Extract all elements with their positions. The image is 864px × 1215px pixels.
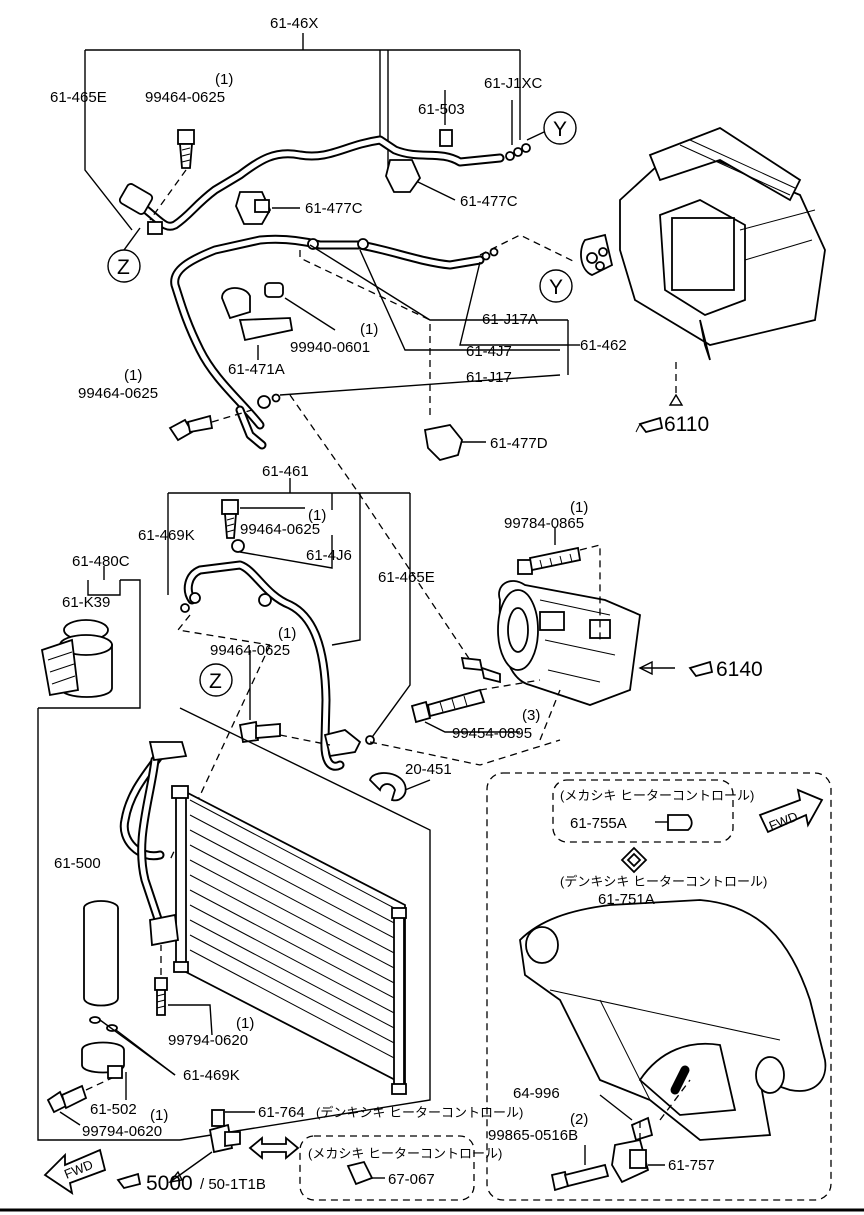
label-99794-b-qty: (1) <box>150 1107 168 1124</box>
label-99464-c-qty: (1) <box>308 507 326 524</box>
label-99454: 99454-0895 <box>452 725 532 742</box>
label-Z-mid: Z <box>209 670 222 693</box>
label-99464-top-qty: (1) <box>215 71 233 88</box>
pointing-hand-icon <box>635 416 664 434</box>
label-20-451: 20-451 <box>405 761 452 778</box>
label-61-764-note: (デンキシキ ヒーターコントロール) <box>316 1105 523 1120</box>
top-pipe-group <box>84 33 577 283</box>
label-6140: 6140 <box>716 658 763 681</box>
label-99784-qty: (1) <box>570 499 588 516</box>
label-61-J1XC: 61-J1XC <box>484 75 543 92</box>
label-99784: 99784-0865 <box>504 515 584 532</box>
label-99464-top: 99464-0625 <box>145 89 225 106</box>
label-61-469K-top: 61-469K <box>138 527 195 544</box>
label-99865-qty: (2) <box>570 1111 588 1128</box>
label-99464-d: 99464-0625 <box>210 642 290 659</box>
condenser-box <box>37 566 431 1195</box>
label-61-461: 61-461 <box>262 463 309 480</box>
label-50-1T1B: / 50-1T1B <box>200 1176 266 1193</box>
lower-pipe-group <box>168 234 580 661</box>
label-61-500: 61-500 <box>54 855 101 872</box>
label-Y-top: Y <box>553 118 567 141</box>
label-99940-qty: (1) <box>360 321 378 338</box>
label-67-067: 67-067 <box>388 1171 435 1188</box>
label-61-K39: 61-K39 <box>62 594 110 611</box>
label-99794-b: 99794-0620 <box>82 1123 162 1140</box>
label-61-46X: 61-46X <box>270 15 318 32</box>
label-61-465E-mid: 61-465E <box>378 569 435 586</box>
label-61-480C: 61-480C <box>72 553 130 570</box>
label-61-477D: 61-477D <box>490 435 548 452</box>
middle-pipe-group <box>167 478 561 861</box>
label-Y-mid: Y <box>549 276 563 299</box>
label-99464-mid-qty: (1) <box>124 367 142 384</box>
label-61-J17A: 61-J17A <box>482 311 538 328</box>
label-61-477C-b: 61-477C <box>460 193 518 210</box>
label-5000: 5000 <box>146 1172 193 1195</box>
label-99464-d-qty: (1) <box>278 625 296 642</box>
label-64-996: 64-996 <box>513 1085 560 1102</box>
label-61-471A: 61-471A <box>228 361 285 378</box>
label-mech-heater-2: (メカシキ ヒーターコントロール) <box>308 1146 502 1161</box>
label-6110: 6110 <box>664 413 709 436</box>
hvac-unit <box>580 126 826 406</box>
label-61-469K-bot: 61-469K <box>183 1067 240 1084</box>
label-99794-a: 99794-0620 <box>168 1032 248 1049</box>
label-99464-mid: 99464-0625 <box>78 385 158 402</box>
label-99940: 99940-0601 <box>290 339 370 356</box>
label-61-751A: 61-751A <box>598 891 655 908</box>
label-99865: 99865-0516B <box>488 1127 578 1144</box>
label-61-502: 61-502 <box>90 1101 137 1118</box>
label-61-764: 61-764 <box>258 1104 305 1121</box>
label-61-J17: 61-J17 <box>466 369 512 386</box>
heater-control-box <box>486 772 832 1201</box>
pointing-hand-icon <box>688 660 714 678</box>
compressor <box>410 528 675 741</box>
label-61-757: 61-757 <box>668 1157 715 1174</box>
pointing-hand-icon <box>116 1172 142 1190</box>
label-mech-heater-1: (メカシキ ヒーターコントロール) <box>560 788 754 803</box>
label-61-755A: 61-755A <box>570 815 627 832</box>
label-61-503: 61-503 <box>418 101 465 118</box>
label-61-462: 61-462 <box>580 337 627 354</box>
label-61-4J7: 61-4J7 <box>466 343 512 360</box>
label-61-477C-a: 61-477C <box>305 200 363 217</box>
label-elec-heater-1: (デンキシキ ヒーターコントロール) <box>560 874 767 889</box>
label-99794-a-qty: (1) <box>236 1015 254 1032</box>
label-Z-top: Z <box>117 256 130 279</box>
label-61-4J6: 61-4J6 <box>306 547 352 564</box>
label-61-465E-top: 61-465E <box>50 89 107 106</box>
bottom-center-parts <box>168 1109 475 1201</box>
label-99464-c: 99464-0625 <box>240 521 320 538</box>
label-99454-qty: (3) <box>522 707 540 724</box>
